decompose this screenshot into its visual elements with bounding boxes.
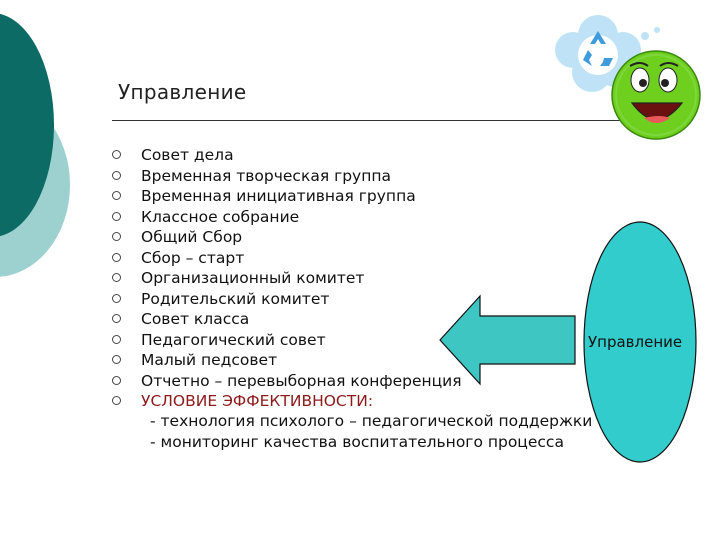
list-item: Педагогический совет [112,330,462,351]
hollow-circle-bullet-icon [112,170,121,180]
title-divider [112,120,632,121]
hollow-circle-bullet-icon [112,293,121,303]
bullet-list: Совет дела Временная творческая группа В… [112,145,462,412]
list-item: Общий Сбор [112,227,462,248]
list-item: Временная творческая группа [112,166,462,187]
hollow-circle-bullet-icon [112,273,121,282]
dark-teal-circle [0,13,54,237]
list-item: Организационный комитет [112,268,462,289]
list-item: Классное собрание [112,207,462,228]
hollow-circle-bullet-icon [112,232,121,241]
list-item: Временная инициативная группа [112,186,462,207]
slide-title: Управление [118,80,247,104]
list-item: Совет дела [112,145,462,166]
list-item: Отчетно – перевыборная конференция [112,371,462,392]
list-item: Совет класса [112,309,462,330]
list-item: Сбор – старт [112,248,462,269]
oval-label: Управление [588,333,683,351]
list-item: Родительский комитет [112,289,462,310]
hollow-circle-bullet-icon [112,252,121,262]
hollow-circle-bullet-icon [112,191,121,200]
hollow-circle-bullet-icon [112,314,121,323]
hollow-circle-bullet-icon [112,150,121,159]
sub-item: - мониторинг качества воспитательного пр… [150,432,564,451]
sub-item: - технология психолого – педагогической … [150,412,593,430]
sub-item-list: - технология психолого – педагогической … [150,411,592,452]
hollow-circle-bullet-icon [112,334,121,344]
hollow-circle-bullet-icon [112,396,121,405]
hollow-circle-bullet-icon [112,375,121,385]
list-item-condition: УСЛОВИЕ ЭФФЕКТИВНОСТИ: [112,391,462,412]
hollow-circle-bullet-icon [112,355,121,364]
hollow-circle-bullet-icon [112,211,121,221]
list-item: Малый педсовет [112,350,462,371]
